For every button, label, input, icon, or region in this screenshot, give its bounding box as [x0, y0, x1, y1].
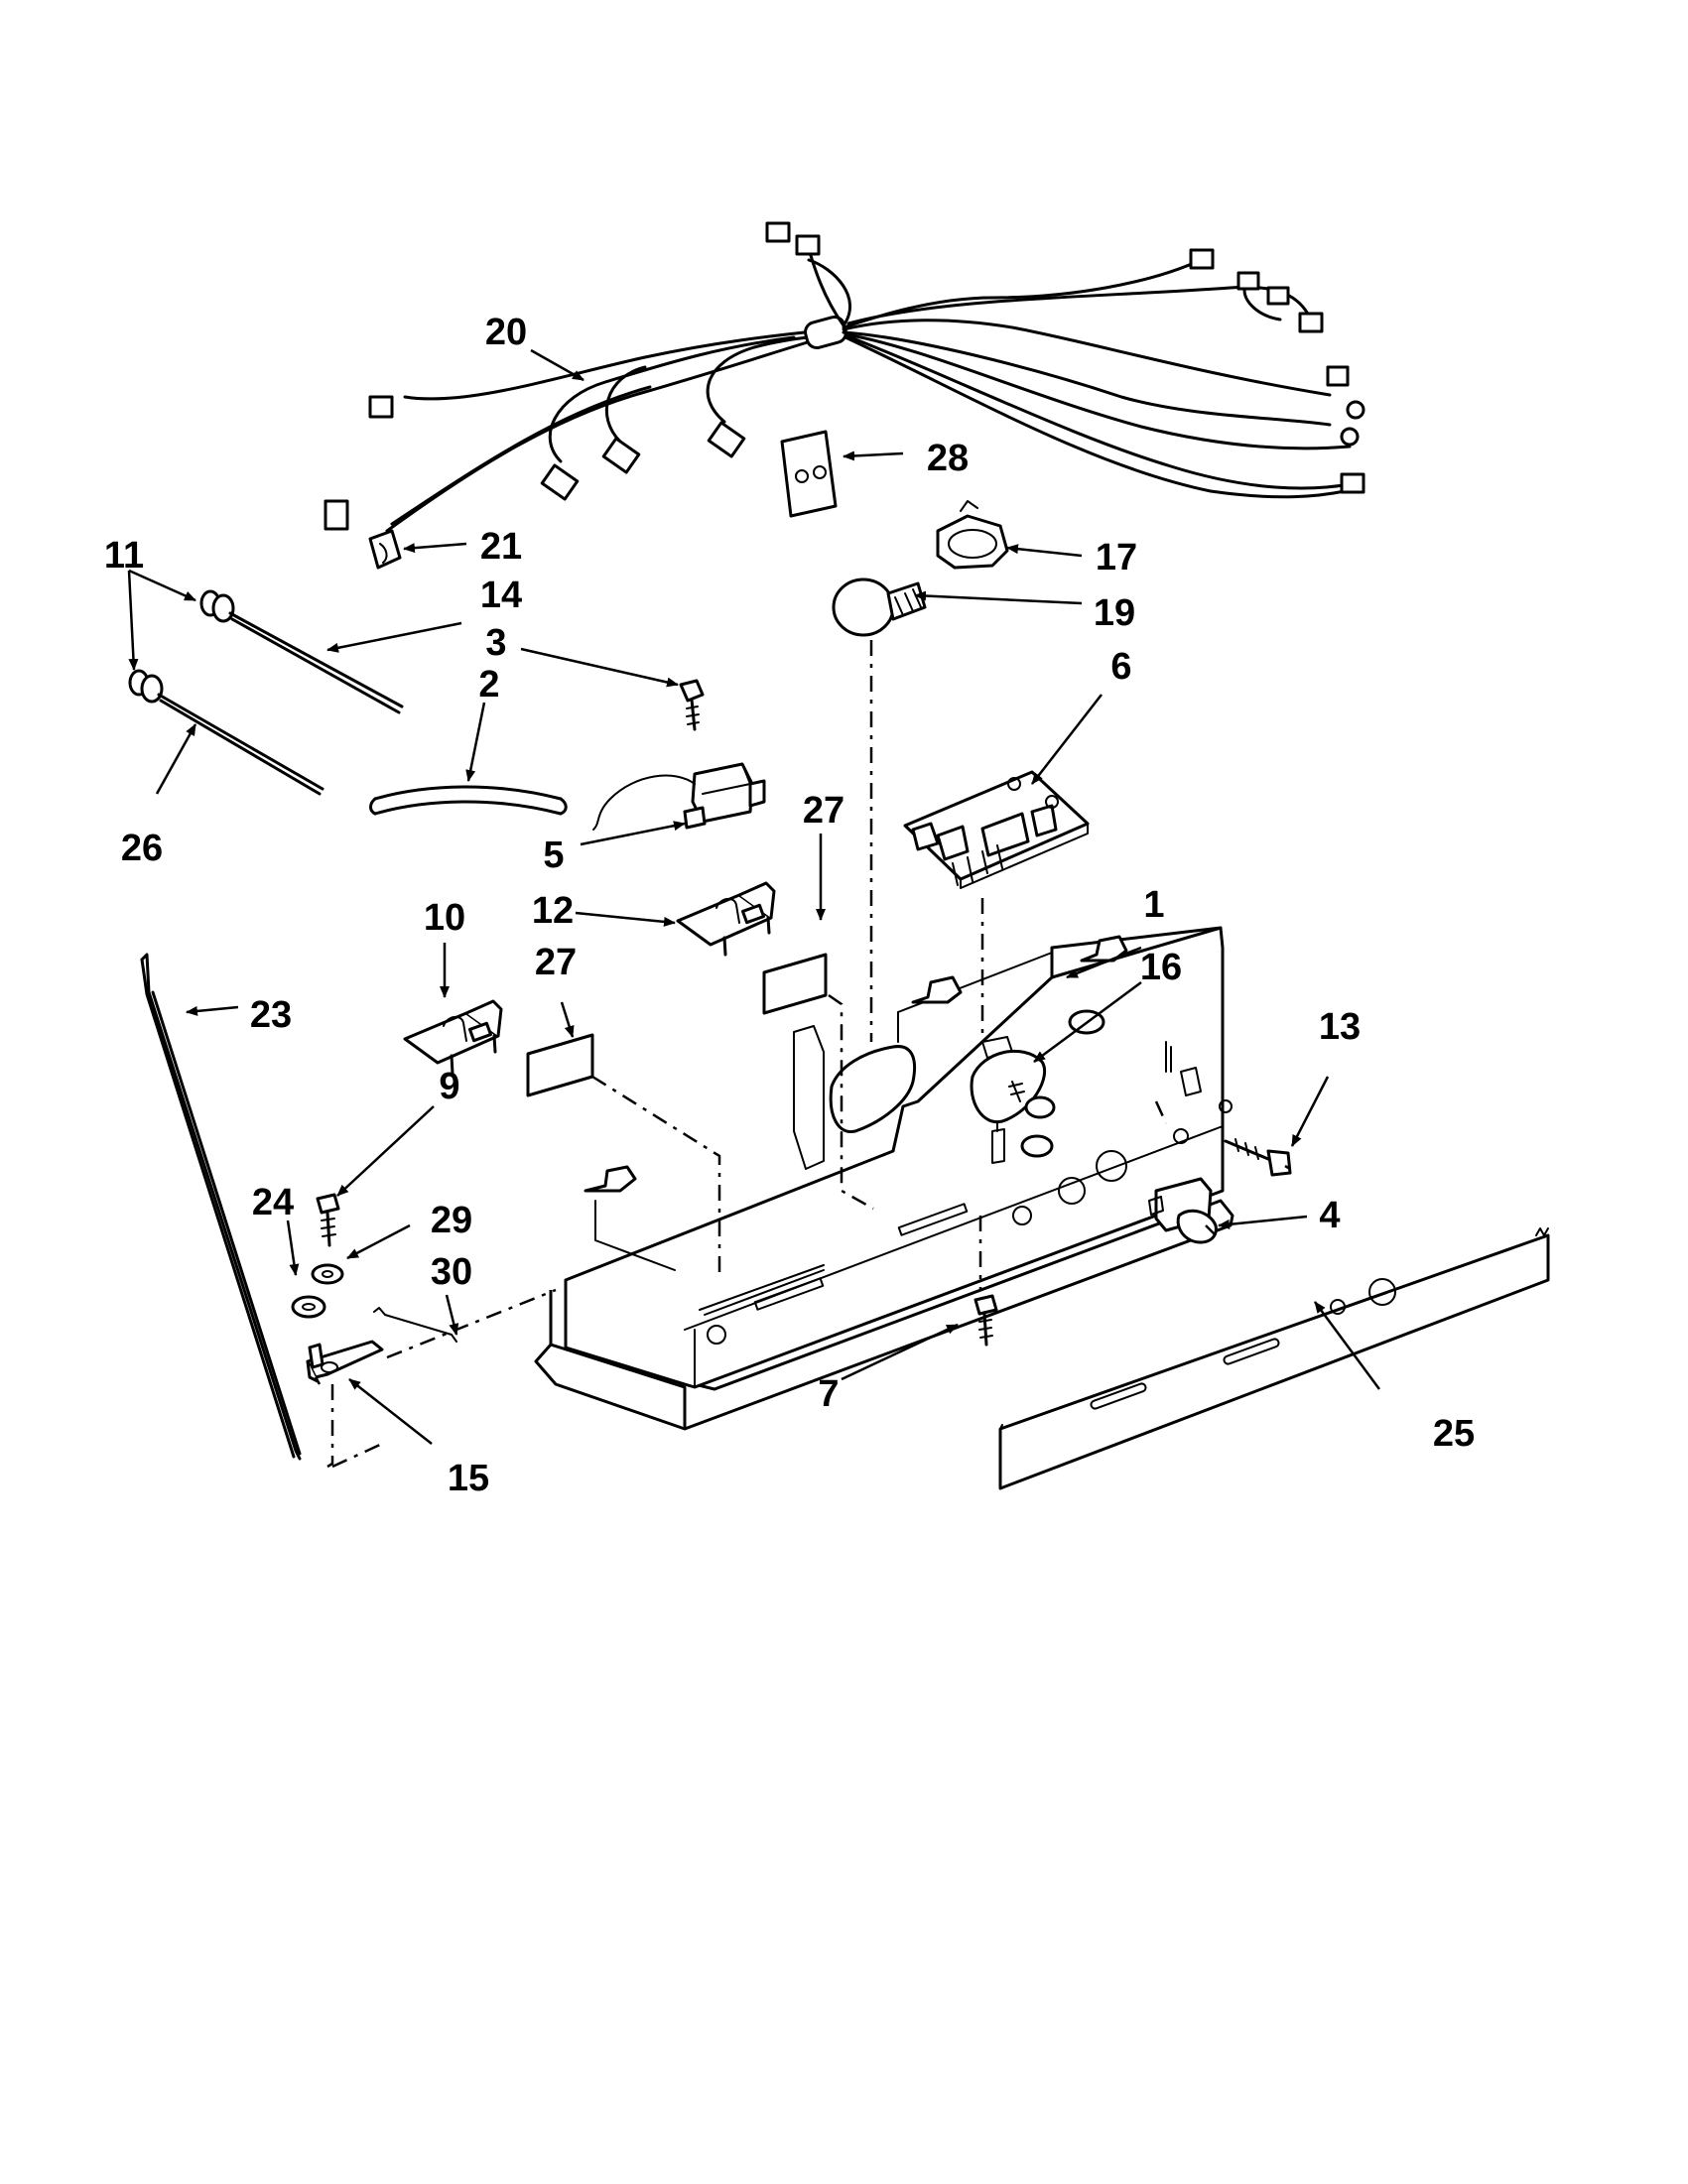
callout-14: 14 — [480, 575, 522, 616]
tube-part — [369, 785, 568, 816]
washer-24 — [291, 1295, 326, 1319]
label-27-lower — [526, 1033, 594, 1097]
callout-4: 4 — [1319, 1195, 1340, 1236]
wire-30 — [373, 1307, 457, 1343]
callout-27-upper: 27 — [803, 790, 844, 832]
label-27-upper — [762, 953, 828, 1015]
pad-part — [780, 430, 838, 518]
rods-and-grommets — [128, 589, 404, 796]
control-housing — [534, 926, 1234, 1431]
screw-13 — [1224, 1138, 1292, 1177]
callout-26: 26 — [121, 828, 163, 869]
callout-5: 5 — [543, 835, 564, 876]
callout-13: 13 — [1319, 1006, 1361, 1048]
callout-12: 12 — [532, 890, 574, 932]
callout-11: 11 — [104, 535, 144, 577]
callout-9: 9 — [439, 1066, 459, 1107]
switch-5 — [592, 762, 766, 831]
bracket-12 — [676, 881, 776, 957]
assembly-lines — [314, 640, 1291, 1469]
callout-17: 17 — [1096, 537, 1137, 578]
callout-7: 7 — [818, 1373, 839, 1415]
clip-part — [368, 529, 402, 570]
bracket-15 — [306, 1340, 384, 1383]
callout-28: 28 — [927, 438, 969, 479]
trim-strip — [998, 1227, 1550, 1490]
control-board — [903, 770, 1090, 889]
callout-10: 10 — [424, 897, 465, 939]
callout-24: 24 — [252, 1182, 294, 1223]
wiring-harness — [324, 221, 1365, 533]
callout-16: 16 — [1140, 947, 1182, 988]
callout-30: 30 — [431, 1251, 472, 1293]
callout-19: 19 — [1094, 592, 1135, 634]
leader-arrows — [127, 348, 1381, 1445]
callout-labels: 1 2 3 4 5 6 7 9 10 11 12 13 14 15 16 17 … — [104, 312, 1475, 1499]
callout-2: 2 — [478, 664, 499, 706]
callout-15: 15 — [448, 1458, 489, 1499]
bracket-10 — [403, 999, 503, 1076]
screw-9 — [316, 1193, 340, 1247]
light-bulb — [832, 578, 927, 637]
screw-3 — [679, 679, 705, 731]
screw-7 — [974, 1294, 998, 1347]
lamp-socket — [936, 500, 1009, 570]
callout-23: 23 — [250, 994, 292, 1036]
callout-21: 21 — [480, 526, 522, 568]
callout-20: 20 — [485, 312, 527, 353]
switch-4 — [1148, 1177, 1218, 1244]
callout-25: 25 — [1433, 1413, 1475, 1455]
callout-29: 29 — [431, 1200, 472, 1241]
callout-3: 3 — [485, 622, 506, 664]
callout-27-lower: 27 — [535, 942, 577, 983]
callout-1: 1 — [1143, 884, 1164, 926]
rod-23 — [140, 953, 302, 1461]
callout-6: 6 — [1110, 646, 1131, 688]
washer-29 — [311, 1263, 344, 1285]
